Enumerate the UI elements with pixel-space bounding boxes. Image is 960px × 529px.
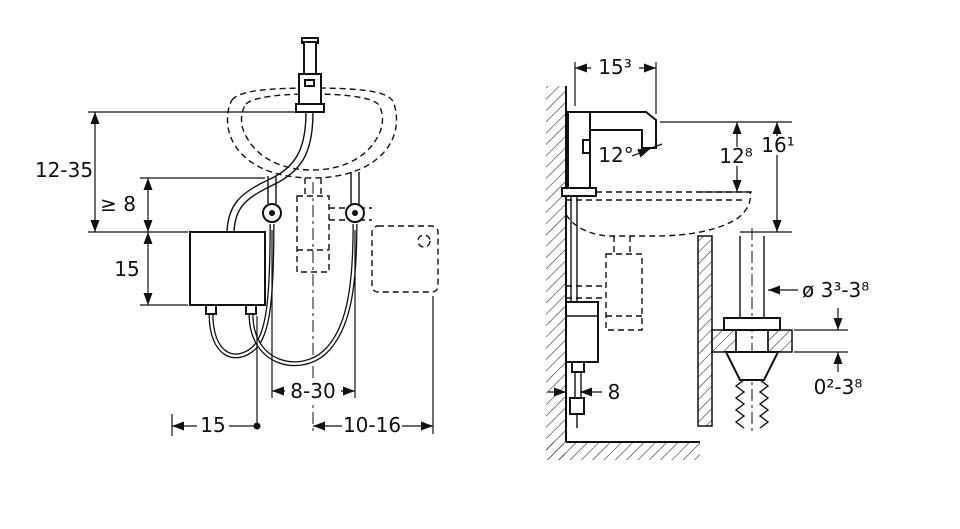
mounting-nut (724, 351, 780, 381)
control-box-front (189, 231, 266, 315)
dim-spout-angle: 12° (598, 143, 651, 167)
faucet-cable (226, 111, 314, 233)
dim-wall-offset: 8 (548, 380, 620, 404)
dim-box-width: 15 (171, 316, 261, 437)
dim-box-height: 15 (114, 232, 188, 306)
dim-label-box-width: 15 (200, 413, 225, 437)
front-view: 12-35 ≥ 8 15 8-30 15 (35, 37, 439, 437)
dim-label-spout-depth: 15³ (598, 55, 631, 79)
angle-valve-right (345, 172, 365, 223)
bottle-trap-front (296, 178, 372, 273)
dim-hose-range: 8-30 (271, 230, 356, 403)
floor-section (546, 441, 700, 460)
dim-trap-range: 10-16 (313, 296, 434, 437)
bottle-trap-side (566, 236, 643, 331)
dim-label-box-height: 15 (114, 257, 139, 281)
dim-label-hose-range: 8-30 (290, 379, 335, 403)
side-view: 15³ 12° 12⁸ 16¹ 8 (546, 55, 800, 460)
dim-label-trap-range: 10-16 (343, 413, 401, 437)
spout (589, 111, 657, 149)
dim-total-height: 16¹ (740, 122, 800, 233)
corrugated-hose (734, 379, 770, 429)
sensor-window-side (582, 139, 591, 154)
dim-mount-thickness: 0²-3⁸ (794, 308, 862, 399)
angle-valve-left (262, 176, 282, 223)
dim-label-height-range: 12-35 (35, 158, 93, 182)
dim-label-pipe-diameter: ø 3³-3⁸ (802, 278, 869, 302)
control-box-side (565, 301, 599, 428)
dim-label-mount-thickness: 0²-3⁸ (814, 375, 863, 399)
function-box-dashed (371, 225, 439, 293)
detail-view: ø 3³-3⁸ 0²-3⁸ (697, 228, 869, 434)
dim-pipe-diameter: ø 3³-3⁸ (768, 278, 869, 302)
deck-and-flange (711, 317, 793, 381)
dim-spout-depth: 15³ (574, 55, 657, 114)
dim-label-total-height: 16¹ (761, 133, 794, 157)
dim-label-spout-angle: 12° (598, 143, 633, 167)
dim-outlet-height: 12⁸ (660, 121, 792, 193)
sensor-window (304, 79, 315, 87)
detail-wall-section (697, 235, 713, 427)
dim-height-range: 12-35 (35, 111, 296, 233)
wall-section (546, 86, 567, 460)
dim-label-wall-offset: 8 (608, 380, 621, 404)
washbasin-side (565, 191, 752, 237)
dim-min-clearance: ≥ 8 (100, 177, 265, 232)
faucet-cable-side (570, 194, 578, 302)
dim-label-outlet-height: 12⁸ (719, 144, 752, 168)
flange-plate (723, 317, 781, 331)
dim-label-min-clearance: ≥ 8 (100, 192, 136, 216)
drain-pipe (739, 236, 765, 318)
faucet-front (295, 37, 325, 113)
supply-hoses (208, 223, 358, 367)
